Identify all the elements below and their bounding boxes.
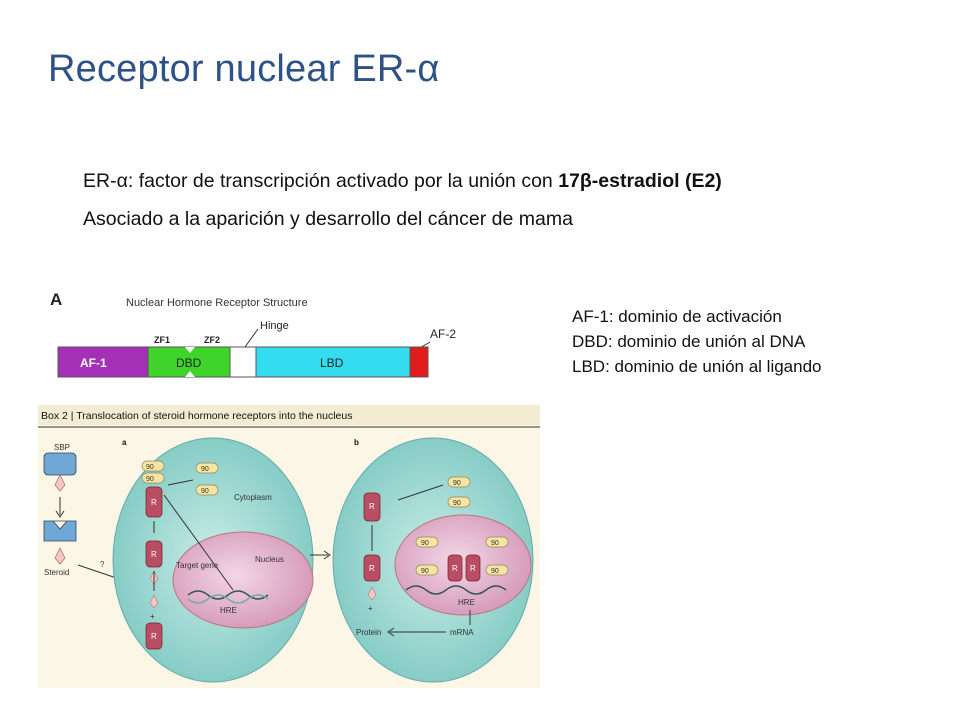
hsp90-text: 90	[201, 466, 209, 473]
protein-label: Protein	[356, 628, 381, 637]
af1-domain-label: AF-1	[80, 356, 107, 370]
panel-b-label: b	[354, 438, 359, 447]
hre-label-a: HRE	[220, 606, 237, 615]
box-title: Box 2 | Translocation of steroid hormone…	[41, 410, 352, 422]
empty-sbp-protein	[43, 520, 77, 542]
receptor-text: R	[151, 550, 157, 559]
hsp90-text: 90	[421, 568, 429, 575]
dbd-domain-label: DBD	[176, 356, 202, 370]
bullet-er-alpha: ER-α: factor de transcripción activado p…	[83, 170, 722, 193]
dna-helix-a	[187, 590, 269, 600]
bound-steroid-icon	[54, 474, 66, 492]
legend-lbd: LBD: dominio de unión al ligando	[572, 357, 822, 376]
panel-letter-a: A	[50, 290, 62, 309]
cytoplasm-label: Cytoplasm	[234, 493, 272, 502]
receptor-text: R	[369, 502, 375, 511]
slide-title: Receptor nuclear ER-α	[48, 48, 440, 90]
translocation-figure: Box 2 | Translocation of steroid hormone…	[38, 405, 540, 688]
legend-dbd: DBD: dominio de unión al DNA	[572, 332, 806, 351]
af2-label: AF-2	[430, 327, 456, 341]
free-steroid-icon	[54, 547, 66, 565]
lbd-domain-label: LBD	[320, 356, 344, 370]
hsp90-text: 90	[201, 488, 209, 495]
hinge-domain	[229, 346, 257, 378]
receptor-icon	[145, 486, 163, 518]
hinge-label: Hinge	[260, 320, 289, 332]
nucleus-a	[172, 531, 314, 629]
hsp90-text: 90	[421, 540, 429, 547]
nucleus-label-a: Nucleus	[255, 555, 284, 564]
mrna-label: mRNA	[450, 628, 474, 637]
sbp-protein	[43, 452, 77, 476]
af1-domain	[57, 346, 149, 378]
legend-af1: AF-1: dominio de activación	[572, 307, 782, 326]
receptor-text: R	[369, 564, 375, 573]
dna-helix-b	[405, 585, 507, 595]
bullet-er-alpha-bold: 17β-estradiol (E2)	[558, 170, 722, 192]
hsp90-text: 90	[146, 464, 154, 471]
lbd-domain	[255, 346, 411, 378]
plus-text: +	[150, 612, 155, 621]
hsp90-text: 90	[491, 568, 499, 575]
zf2-label: ZF2	[204, 335, 220, 345]
bullet-list: ER-α: factor de transcripción activado p…	[83, 170, 722, 246]
dbd-notch	[185, 347, 195, 377]
receptor-text: R	[151, 498, 157, 507]
panel-a-label: a	[122, 438, 127, 447]
structure-title: Nuclear Hormone Receptor Structure	[126, 297, 308, 309]
receptor-text: R	[151, 632, 157, 641]
plus-text: +	[368, 604, 373, 613]
zf1-label: ZF1	[154, 335, 170, 345]
receptor-text: R	[470, 564, 476, 573]
steroid-label: Steroid	[44, 568, 69, 577]
hsp90-text: 90	[453, 480, 461, 487]
sbp-label: SBP	[54, 443, 70, 452]
hsp90-text: 90	[491, 540, 499, 547]
question-mark: ?	[100, 560, 105, 569]
hsp90-icon	[141, 460, 165, 472]
hre-label-b: HRE	[458, 598, 475, 607]
domain-legend: AF-1: dominio de activación DBD: dominio…	[572, 307, 822, 382]
bullet-cancer: Asociado a la aparición y desarrollo del…	[83, 208, 573, 230]
af2-domain	[409, 346, 429, 378]
bullet-er-alpha-text: ER-α: factor de transcripción activado p…	[83, 170, 559, 192]
hsp90-text: 90	[453, 500, 461, 507]
hsp90-text: 90	[146, 476, 154, 483]
receptor-text: R	[452, 564, 458, 573]
target-gene-label: Target gene	[176, 561, 219, 570]
receptor-structure-figure: A Nuclear Hormone Receptor Structure ZF1…	[48, 285, 478, 385]
